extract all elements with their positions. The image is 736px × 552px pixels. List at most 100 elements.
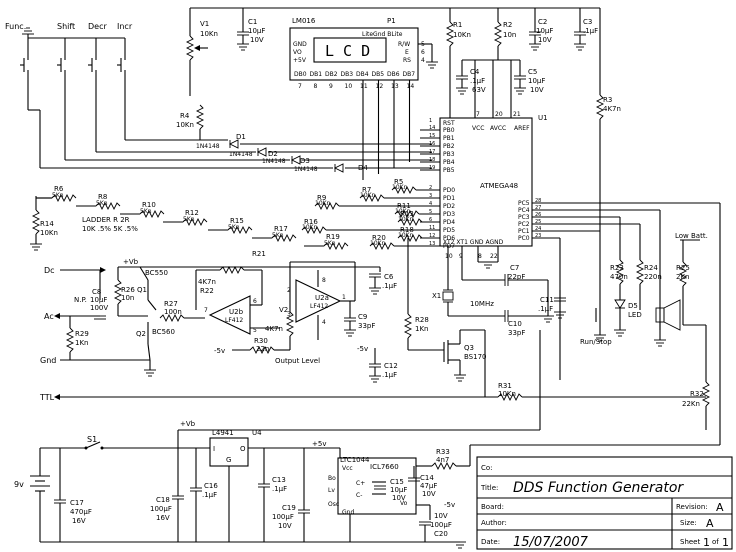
label-c1: C1 [248, 18, 257, 26]
cap-c12: C12 .1µF -5v [357, 345, 398, 383]
cap-c18: C18 100µF 16V [150, 495, 185, 542]
label-c17: C17 [70, 499, 84, 507]
value-c16: .1µF [202, 491, 217, 499]
lcd-pin-num-14: 14 [407, 83, 415, 90]
value-r2: 10n [503, 31, 516, 39]
transistor-q2: Q2 BC560 [136, 322, 175, 361]
tb-of: 1 [722, 536, 729, 549]
u5-part-1: LTC1044 [340, 456, 370, 464]
label-r18: R18 [400, 226, 414, 234]
mcu-pin-num-27: 27 [535, 205, 541, 211]
cap-c15: C15 10µF 10V [372, 478, 407, 502]
mcu-pin-pb3: PB3 [443, 151, 455, 158]
label-d5: D5 [628, 302, 638, 310]
u5-pin-vcc: Vcc [342, 465, 353, 472]
label-c18: C18 [156, 496, 170, 504]
button-label-incr: Incr [117, 22, 133, 31]
resistor-r28: R28 1Kn [404, 238, 444, 351]
cap-c20: 10V 100µF C20 [418, 505, 452, 542]
value-r18: 10Kn [398, 232, 414, 239]
label-r3: R3 [603, 96, 612, 104]
resistor-r2: R2 10n [494, 21, 516, 60]
value-r32: 22Kn [682, 400, 700, 408]
lcd-pin-num-13: 13 [391, 83, 399, 90]
value-r9: 10Kn [315, 200, 331, 207]
label-r33: R33 [436, 448, 450, 456]
tb-date-label: Date: [481, 538, 500, 546]
lcd-ref: P1 [387, 17, 396, 25]
value-r13: 10Kn [398, 216, 414, 223]
label-c9: C9 [358, 313, 367, 321]
resistor-r32: R32 22Kn [682, 330, 710, 430]
diode-d1-part: 1N4148 [196, 143, 220, 150]
switch-run-stop: Run/Stop [580, 308, 612, 346]
value-v2: 4K7n [265, 325, 283, 333]
mcu-pin-pb4: PB4 [443, 159, 455, 166]
mcu-u1: U1 ATMEGA48 VCC AVCC AREF 7 20 21 RST1PB… [420, 111, 548, 260]
label-r5: R5 [394, 178, 403, 186]
tb-revision: A [716, 501, 724, 514]
u4-pin-g: G [226, 456, 231, 464]
label-c11: C11 [540, 296, 554, 304]
mcu-pin-num-12: 12 [429, 233, 435, 239]
cap-c19: C19 100µF 10V [272, 448, 311, 542]
value-c7: 22pF [508, 273, 525, 281]
tb-revision-label: Revision: [676, 503, 708, 511]
cap-c13: C13 .1µF [257, 448, 287, 542]
mcu-pin-pc2: PC2 [518, 221, 530, 228]
diodes: D1 1N4148 D2 1N4148 D3 1N4148 D4 1N4148 [28, 109, 432, 173]
u2a-pin1: 1 [342, 294, 346, 301]
u2a-pin3: 3 [287, 311, 291, 318]
lcd-pin-num-8: 8 [314, 83, 318, 90]
title-block: Co: Title: DDS Function Generator Board:… [476, 456, 733, 550]
value-r20: 10Kn [370, 240, 386, 247]
mcu-pin-num-26: 26 [535, 212, 541, 218]
label-r13: R13 [400, 210, 414, 218]
u4-ref: U4 [252, 429, 262, 437]
mcu-pin-pc4: PC4 [518, 207, 530, 214]
value-r7: 10Kn [360, 192, 376, 199]
label-r19: R19 [326, 233, 340, 241]
lcd-pin-db7: DB7 [403, 71, 416, 78]
u4-part: L4941 [212, 429, 234, 437]
value-c20a: 10V [434, 512, 448, 520]
label-x1: X1 [432, 292, 441, 300]
opamp-u2a: U2a LF412 8 2 1 3 4 [287, 261, 356, 340]
u5-pin-bo: Bo [328, 475, 336, 482]
cap-c3: C3 .1µF [573, 18, 598, 51]
mcu-pin-avcc: AVCC [490, 125, 506, 132]
net-vb-top: +Vb [123, 258, 139, 266]
value-r26: 10n [121, 294, 134, 302]
value-q2: BC560 [152, 328, 175, 336]
resistor-r29: R29 1Kn [66, 316, 89, 360]
u2b-pin5: 5 [253, 327, 257, 334]
label-u2a: U2a [315, 294, 329, 302]
r2r-ladder: R65KnR510KnR85KnR710KnR105KnR910KnR125Kn… [29, 178, 440, 251]
net-vb-bottom: +Vb [180, 420, 196, 428]
lcd-pin-db4: DB4 [356, 71, 369, 78]
net-run-stop: Run/Stop [580, 338, 612, 346]
value-q1: BC550 [145, 269, 168, 277]
cap-c1: C1 10µF 10V [236, 18, 265, 51]
mcu-pin-num-19: 19 [429, 165, 435, 171]
value-r6: 5Kn [52, 192, 64, 199]
label-r27: R27 [164, 300, 178, 308]
transistor-q1: Q1 BC550 [137, 266, 168, 311]
value-c14: 47µF [420, 482, 437, 490]
mcu-pin-num-1: 1 [429, 118, 432, 124]
u5-pin-vo: Vo [400, 500, 408, 507]
cap-c5: C5 10µF 10V [513, 60, 545, 95]
lcd-pin-num-4: 4 [421, 57, 425, 64]
rail-vb-top: +Vb [117, 258, 140, 280]
value-c5: 10µF [528, 77, 545, 85]
label-r6: R6 [54, 185, 64, 193]
value-r27: 100n [164, 308, 182, 316]
value-r19: 5Kn [324, 240, 336, 247]
label-r15: R15 [230, 217, 244, 225]
lcd-caption: LiteGnd BLite [362, 31, 403, 38]
